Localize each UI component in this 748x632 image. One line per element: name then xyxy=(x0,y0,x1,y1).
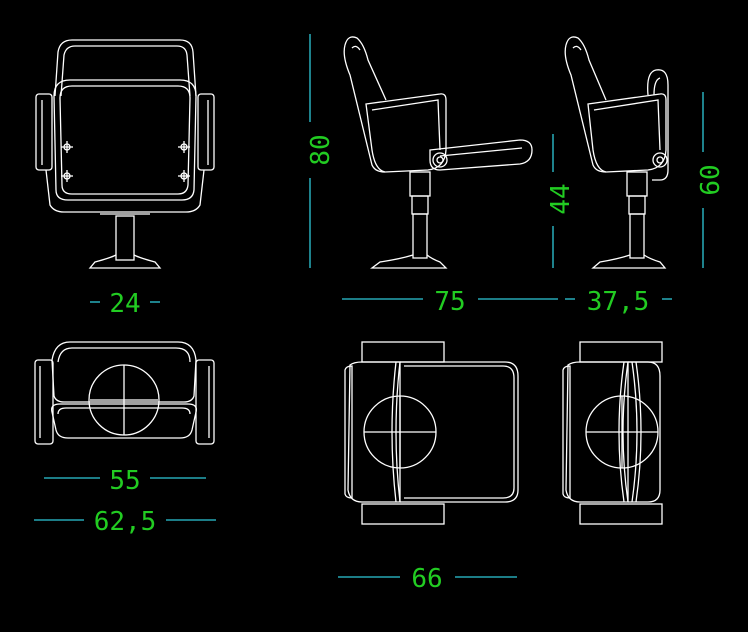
dim-60-label: 60 xyxy=(696,164,726,195)
dim-folded-depth: 37,5 xyxy=(565,287,672,317)
dim-plan-depth: 66 xyxy=(338,564,517,594)
dim-front-width: 24 xyxy=(90,289,160,319)
dim-folded-height: 60 xyxy=(696,92,726,268)
plan-view-folded-side xyxy=(562,341,663,525)
fixing-bolts xyxy=(61,141,190,182)
plan-view-folded xyxy=(34,341,215,445)
dim-plan-inner-width: 55 xyxy=(44,466,206,496)
dim-75-label: 75 xyxy=(434,287,465,317)
dim-80-label: 80 xyxy=(306,134,336,165)
side-view-open xyxy=(343,36,533,269)
dim-24-label: 24 xyxy=(109,289,140,319)
dim-55-label: 55 xyxy=(109,466,140,496)
dim-plan-outer-width: 62,5 xyxy=(34,507,216,537)
side-view-folded xyxy=(564,36,669,269)
dim-side-depth: 75 xyxy=(342,287,558,317)
dim-seat-height: 44 xyxy=(546,134,576,268)
dim-37-5-label: 37,5 xyxy=(587,287,650,317)
dim-44-label: 44 xyxy=(546,183,576,214)
dim-side-height: 80 xyxy=(306,34,336,268)
dim-66-label: 66 xyxy=(411,564,442,594)
front-view xyxy=(35,39,215,269)
plan-view-open xyxy=(344,341,519,525)
dim-62-5-label: 62,5 xyxy=(94,507,157,537)
